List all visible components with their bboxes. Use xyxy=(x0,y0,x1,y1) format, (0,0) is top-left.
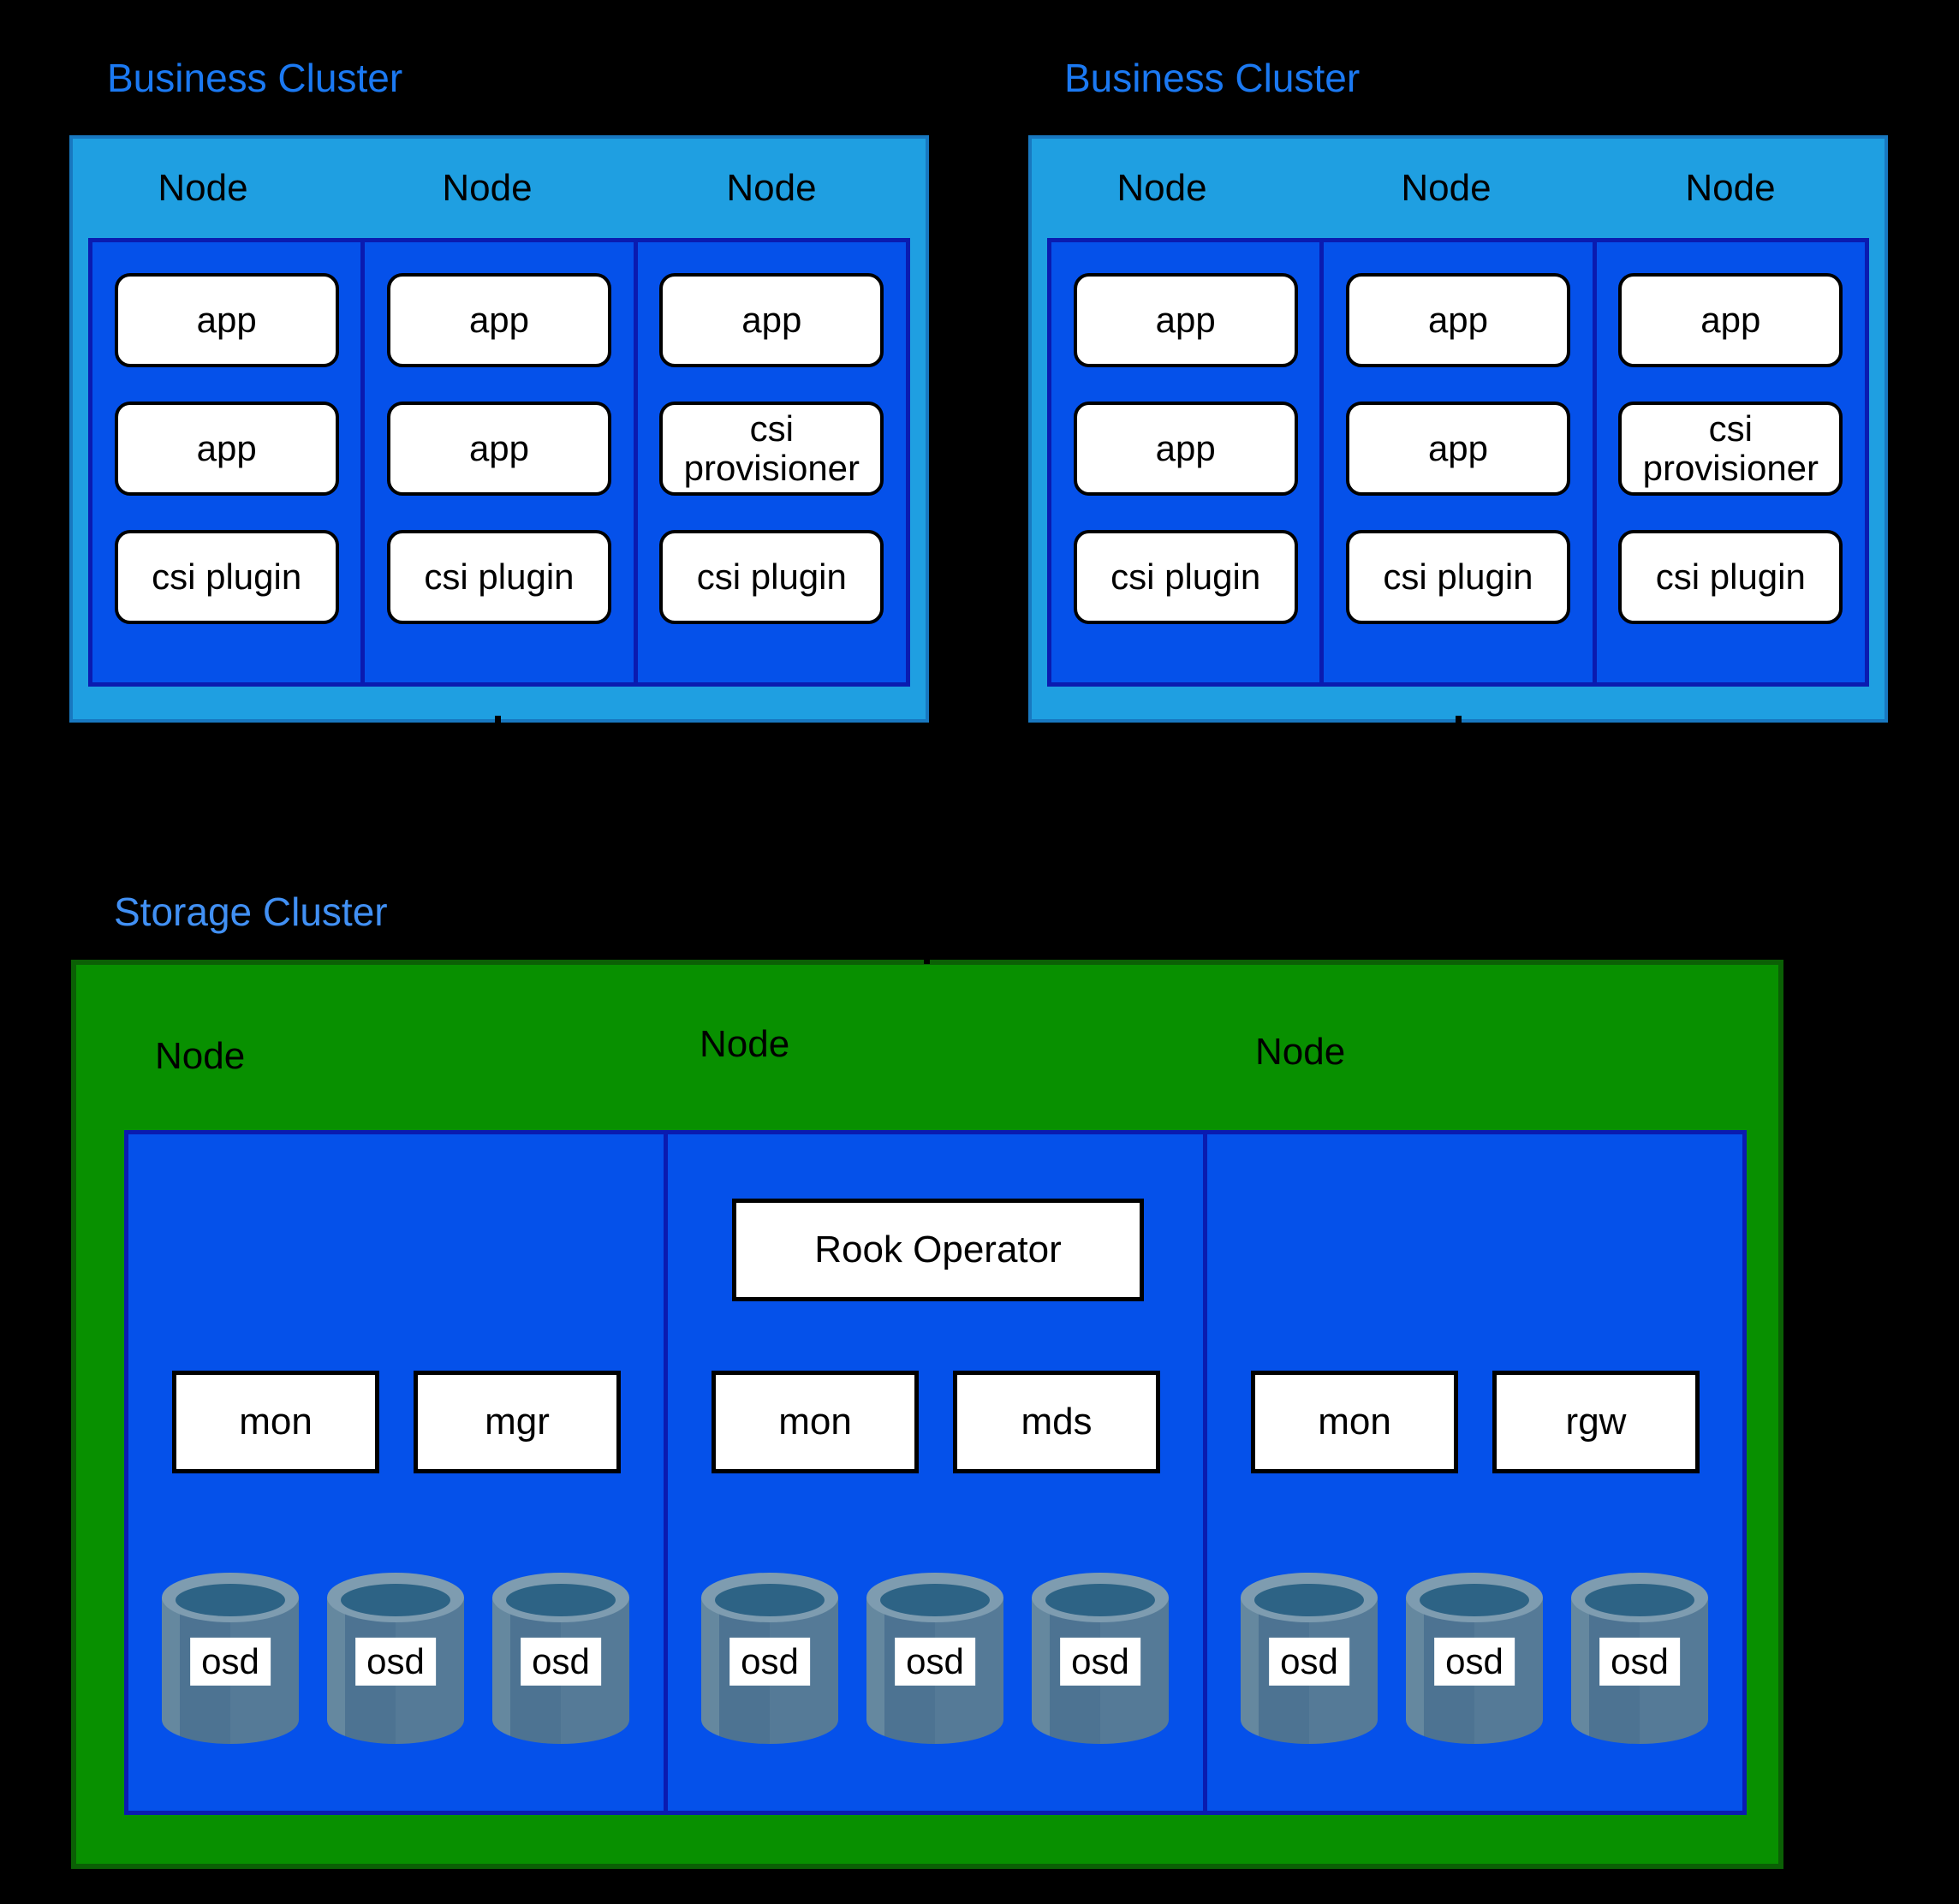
osd-label: osd xyxy=(521,1637,601,1687)
osd-label: osd xyxy=(1060,1637,1140,1687)
service-row: mon rgw xyxy=(1251,1371,1700,1473)
csi-plugin-pod: csi plugin xyxy=(1345,530,1570,624)
node-column: Rook Operator mon mds osd xyxy=(664,1134,1203,1811)
osd-label: osd xyxy=(729,1637,810,1687)
osd-label: osd xyxy=(1269,1637,1349,1687)
node-label: Node xyxy=(442,167,533,209)
business-cluster-1-title: Business Cluster xyxy=(107,56,403,100)
app-pod: app xyxy=(1345,273,1570,367)
node-label: Node xyxy=(158,167,248,209)
node-column: app app csi plugin xyxy=(1051,242,1319,682)
app-pod: app xyxy=(1345,402,1570,496)
osd-cylinder-icon: osd xyxy=(1241,1573,1378,1744)
storage-cluster-title: Storage Cluster xyxy=(114,890,388,934)
osd-cylinder-icon: osd xyxy=(327,1573,464,1744)
osd-cylinder-icon: osd xyxy=(1571,1573,1708,1744)
connector-tick xyxy=(495,716,501,728)
osd-cylinder-icon: osd xyxy=(492,1573,629,1744)
csi-plugin-pod: csi plugin xyxy=(1073,530,1298,624)
node-label: Node xyxy=(1116,167,1207,209)
cylinder-hole xyxy=(880,1584,990,1616)
rook-operator-box: Rook Operator xyxy=(732,1199,1144,1301)
cylinder-hole xyxy=(506,1584,616,1616)
node-column: app app csi plugin xyxy=(360,242,633,682)
business-cluster-2-box: Node Node Node app app csi plugin app ap… xyxy=(1028,135,1888,723)
csi-plugin-pod: csi plugin xyxy=(114,530,339,624)
osd-cylinder-icon: osd xyxy=(1406,1573,1543,1744)
mon-service-box: mon xyxy=(172,1371,379,1473)
app-pod: app xyxy=(1618,273,1843,367)
cylinder-hole xyxy=(341,1584,450,1616)
csi-plugin-pod: csi plugin xyxy=(1618,530,1843,624)
cylinder-hole xyxy=(715,1584,825,1616)
mds-service-box: mds xyxy=(953,1371,1160,1473)
node-label: Node xyxy=(1401,167,1492,209)
osd-row: osd osd osd xyxy=(1241,1573,1708,1744)
node-label: Node xyxy=(700,1023,790,1065)
cylinder-hole xyxy=(1045,1584,1155,1616)
node-label: Node xyxy=(726,167,817,209)
node-column: mon mgr osd osd xyxy=(128,1134,664,1811)
app-pod: app xyxy=(1073,402,1298,496)
business-cluster-2-node-header: Node Node Node xyxy=(1032,139,1885,238)
mgr-service-box: mgr xyxy=(414,1371,621,1473)
node-label: Node xyxy=(1685,167,1776,209)
node-column: app csi provisioner csi plugin xyxy=(1592,242,1865,682)
node-column: mon rgw osd osd xyxy=(1203,1134,1742,1811)
rgw-service-box: rgw xyxy=(1492,1371,1700,1473)
csi-provisioner-pod: csi provisioner xyxy=(659,402,884,496)
node-column: app app csi plugin xyxy=(1319,242,1592,682)
node-label: Node xyxy=(155,1035,246,1077)
business-cluster-2-title: Business Cluster xyxy=(1064,56,1361,100)
osd-label: osd xyxy=(1599,1637,1680,1687)
osd-label: osd xyxy=(190,1637,271,1687)
app-pod: app xyxy=(386,402,611,496)
app-pod: app xyxy=(1073,273,1298,367)
osd-row: osd osd osd xyxy=(162,1573,629,1744)
osd-cylinder-icon: osd xyxy=(162,1573,299,1744)
osd-label: osd xyxy=(895,1637,975,1687)
cylinder-hole xyxy=(1254,1584,1364,1616)
cylinder-hole xyxy=(1585,1584,1694,1616)
business-cluster-1-node-header: Node Node Node xyxy=(73,139,926,238)
business-cluster-2-node-panel: app app csi plugin app app csi plugin ap… xyxy=(1047,238,1869,687)
cylinder-hole xyxy=(176,1584,285,1616)
osd-label: osd xyxy=(1434,1637,1515,1687)
service-row: mon mgr xyxy=(172,1371,621,1473)
osd-row: osd osd osd xyxy=(701,1573,1169,1744)
osd-cylinder-icon: osd xyxy=(866,1573,1003,1744)
csi-provisioner-pod: csi provisioner xyxy=(1618,402,1843,496)
service-row: mon mds xyxy=(712,1371,1160,1473)
business-cluster-1-box: Node Node Node app app csi plugin app ap… xyxy=(69,135,929,723)
connector-tick xyxy=(1456,716,1462,728)
osd-label: osd xyxy=(355,1637,436,1687)
storage-cluster-node-panel: mon mgr osd osd xyxy=(124,1130,1747,1815)
osd-cylinder-icon: osd xyxy=(1032,1573,1169,1744)
mon-service-box: mon xyxy=(712,1371,919,1473)
node-column: app app csi plugin xyxy=(92,242,360,682)
cylinder-hole xyxy=(1420,1584,1529,1616)
csi-plugin-pod: csi plugin xyxy=(659,530,884,624)
storage-cluster-box: Node Node Node mon mgr osd xyxy=(71,960,1783,1869)
business-cluster-1-node-panel: app app csi plugin app app csi plugin ap… xyxy=(88,238,910,687)
connector-tick xyxy=(924,947,930,964)
app-pod: app xyxy=(114,273,339,367)
osd-cylinder-icon: osd xyxy=(701,1573,838,1744)
app-pod: app xyxy=(386,273,611,367)
mon-service-box: mon xyxy=(1251,1371,1458,1473)
csi-plugin-pod: csi plugin xyxy=(386,530,611,624)
node-column: app csi provisioner csi plugin xyxy=(633,242,906,682)
app-pod: app xyxy=(114,402,339,496)
app-pod: app xyxy=(659,273,884,367)
node-label: Node xyxy=(1255,1031,1346,1073)
